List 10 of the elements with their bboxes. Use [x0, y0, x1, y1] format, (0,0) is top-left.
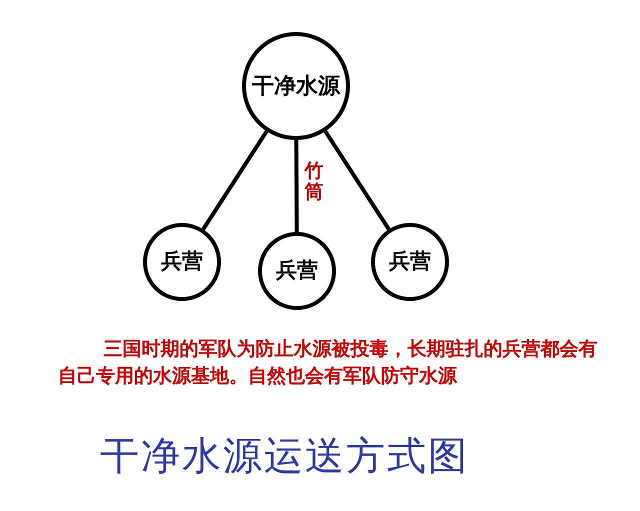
- node-label: 兵营: [276, 257, 318, 284]
- node-label: 兵营: [161, 248, 203, 276]
- edge-label: 竹筒: [304, 160, 324, 203]
- connector-line: [202, 130, 268, 230]
- diagram-title: 干净水源运送方式图: [100, 433, 469, 481]
- node-label: 兵营: [389, 248, 431, 276]
- connector-line: [324, 130, 390, 230]
- node-label: 干净水源: [252, 72, 340, 100]
- note-paragraph: 三国时期的军队为防止水源被投毒，长期驻扎的兵营都会有自己专用的水源基地。自然也会有军队防守水源: [58, 337, 598, 389]
- connector-line: [294, 140, 299, 232]
